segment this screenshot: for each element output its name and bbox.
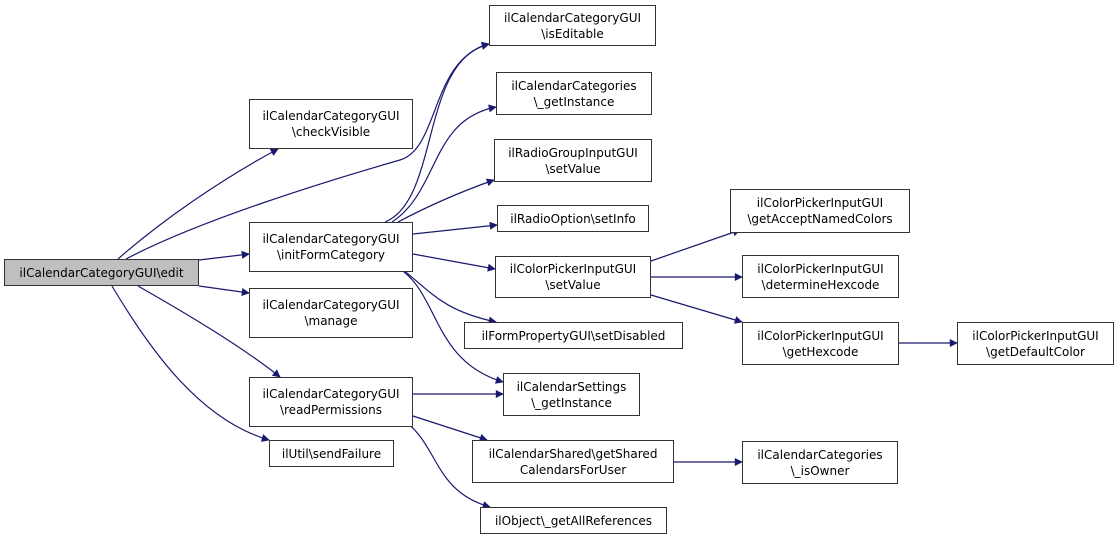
node-label: ilCalendarCategories	[511, 78, 637, 93]
edge-edit-to-manage	[198, 285, 250, 296]
edge-initFormCategory-to-colorPickerSetValue	[412, 253, 496, 272]
edge-initFormCategory-to-isEditable	[384, 41, 490, 223]
node-isOwner[interactable]: ilCalendarCategories \_isOwner	[742, 441, 898, 484]
edge-edit-to-checkVisible	[117, 148, 279, 260]
node-isEditable[interactable]: ilCalendarCategoryGUI \isEditable	[489, 5, 656, 46]
node-colorPickerSetValue[interactable]: ilColorPickerInputGUI \setValue	[495, 256, 651, 298]
node-settingsGetInstance[interactable]: ilCalendarSettings \_getInstance	[503, 373, 640, 416]
edge-initFormCategory-to-setDisabled	[397, 265, 497, 325]
node-readPermissions[interactable]: ilCalendarCategoryGUI \readPermissions	[249, 377, 413, 427]
edge-edit-to-readPermissions	[137, 285, 281, 378]
edge-initFormCategory-to-categoriesGetInstance	[391, 104, 497, 223]
node-label: ilColorPickerInputGUI	[757, 261, 884, 276]
node-label: \manage	[304, 314, 358, 328]
node-label: \isEditable	[541, 26, 604, 41]
node-label: ilColorPickerInputGUI	[757, 328, 884, 343]
node-label: CalendarsForUser	[519, 462, 627, 477]
node-getDefaultColor[interactable]: ilColorPickerInputGUI \getDefaultColor	[957, 322, 1114, 365]
node-label: ilCalendarCategoryGUI	[262, 109, 400, 123]
node-label: \setValue	[545, 161, 601, 176]
node-label: \getHexcode	[782, 344, 859, 359]
node-label: ilColorPickerInputGUI	[509, 262, 637, 276]
node-label: ilCalendarCategoryGUI\edit	[19, 265, 184, 280]
node-label: \getAcceptNamedColors	[747, 212, 893, 226]
node-label: ilFormPropertyGUI\setDisabled	[481, 328, 666, 343]
node-getHexcode[interactable]: ilColorPickerInputGUI \getHexcode	[742, 322, 899, 365]
node-label: \checkVisible	[291, 125, 371, 139]
node-getAcceptNamedColors[interactable]: ilColorPickerInputGUI \getAcceptNamedCol…	[730, 189, 910, 233]
node-label: \_isOwner	[790, 463, 850, 478]
node-checkVisible[interactable]: ilCalendarCategoryGUI \checkVisible	[249, 99, 413, 149]
node-getAllReferences[interactable]: ilObject\_getAllReferences	[480, 507, 667, 534]
node-label: ilCalendarCategoryGUI	[262, 298, 400, 312]
node-label: ilObject\_getAllReferences	[494, 513, 653, 528]
node-label: \initFormCategory	[276, 248, 386, 262]
node-radioOptionSetInfo[interactable]: ilRadioOption\setInfo	[497, 205, 649, 232]
node-getSharedCalendars[interactable]: ilCalendarShared\getShared CalendarsForU…	[472, 440, 674, 483]
node-label: \setValue	[545, 278, 601, 292]
node-sendFailure[interactable]: ilUtil\sendFailure	[269, 440, 394, 467]
node-label: ilCalendarShared\getShared	[488, 446, 658, 461]
node-label: \getDefaultColor	[986, 344, 1085, 359]
node-label: \determineHexcode	[761, 277, 880, 292]
node-manage[interactable]: ilCalendarCategoryGUI \manage	[249, 288, 413, 338]
edge-colorPickerSetValue-to-getHexcode	[650, 294, 743, 324]
edge-edit-to-initFormCategory	[198, 250, 250, 261]
edge-initFormCategory-to-radioGroupSetValue	[397, 178, 495, 223]
edge-readPermissions-to-getSharedCalendars	[412, 415, 488, 442]
node-label: ilCalendarSettings	[516, 379, 627, 394]
node-label: ilRadioGroupInputGUI	[508, 145, 638, 160]
node-label: ilRadioOption\setInfo	[510, 211, 636, 226]
node-determineHexcode[interactable]: ilColorPickerInputGUI \determineHexcode	[742, 255, 899, 298]
node-edit[interactable]: ilCalendarCategoryGUI\edit	[4, 259, 199, 286]
node-label: \readPermissions	[279, 403, 383, 417]
node-label: ilCalendarCategoryGUI	[503, 10, 642, 25]
edge-initFormCategory-to-radioOptionSetInfo	[412, 221, 498, 235]
edge-initFormCategory-to-settingsGetInstance	[394, 265, 504, 384]
node-label: ilCalendarCategoryGUI	[262, 232, 400, 246]
edge-colorPickerSetValue-to-getAcceptNamedColors	[650, 228, 741, 262]
edge-edit-to-sendFailure	[111, 285, 270, 442]
node-label: ilCalendarCategories	[757, 447, 883, 462]
edge-edit-to-isEditable	[125, 42, 490, 260]
node-label: ilColorPickerInputGUI	[756, 196, 884, 210]
node-radioGroupSetValue[interactable]: ilRadioGroupInputGUI \setValue	[494, 139, 652, 182]
node-label: ilCalendarCategoryGUI	[262, 387, 400, 401]
node-setDisabled[interactable]: ilFormPropertyGUI\setDisabled	[464, 322, 683, 349]
node-label: ilColorPickerInputGUI	[972, 328, 1099, 343]
node-categoriesGetInstance[interactable]: ilCalendarCategories \_getInstance	[496, 72, 652, 115]
node-label: ilUtil\sendFailure	[281, 446, 382, 461]
node-initFormCategory[interactable]: ilCalendarCategoryGUI \initFormCategory	[249, 222, 413, 272]
node-label: \_getInstance	[531, 395, 612, 410]
node-label: \_getInstance	[533, 94, 615, 109]
